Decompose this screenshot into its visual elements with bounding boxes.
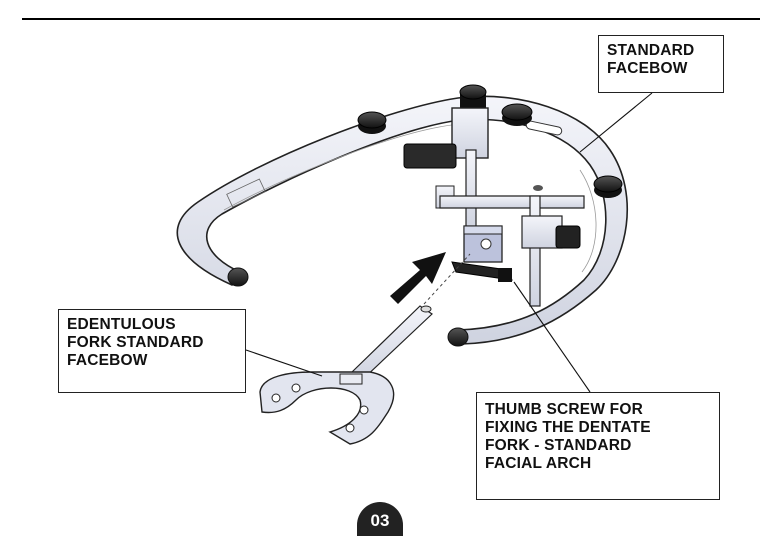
page-number-badge: 03 (357, 502, 403, 536)
fork-clamp-block (463, 225, 503, 263)
leader-standard-facebow (579, 92, 653, 153)
alignment-line (423, 253, 471, 305)
knob-top (459, 84, 487, 108)
callout-thumb-screw: THUMB SCREW FOR FIXING THE DENTATE FORK … (476, 392, 720, 500)
knob-mid (501, 103, 533, 126)
callout-line: FIXING THE DENTATE (485, 419, 651, 436)
top-rule (22, 18, 760, 20)
leader-thumb-screw (513, 281, 591, 393)
callout-line: FORK - STANDARD (485, 437, 632, 454)
callout-line: EDENTULOUS (67, 316, 176, 333)
thumb-screw (451, 261, 513, 282)
callout-line: THUMB SCREW FOR (485, 401, 643, 418)
callout-line: FACEBOW (607, 60, 688, 77)
knob-left (357, 111, 387, 134)
ear-piece-right (447, 327, 469, 347)
callout-edentulous-fork: EDENTULOUS FORK STANDARD FACEBOW (58, 309, 246, 393)
horizontal-bar (439, 185, 585, 307)
callout-line: FORK STANDARD (67, 334, 204, 351)
knob-right (593, 175, 623, 198)
callout-line: FACIAL ARCH (485, 455, 592, 472)
rod-clamp (521, 215, 581, 249)
edentulous-fork (259, 305, 433, 445)
insert-arrow (390, 252, 446, 304)
callout-line: FACEBOW (67, 352, 148, 369)
callout-standard-facebow: STANDARD FACEBOW (598, 35, 724, 93)
ear-piece-left (227, 267, 249, 287)
leader-edentulous-fork (245, 349, 323, 377)
callout-line: STANDARD (607, 42, 695, 59)
